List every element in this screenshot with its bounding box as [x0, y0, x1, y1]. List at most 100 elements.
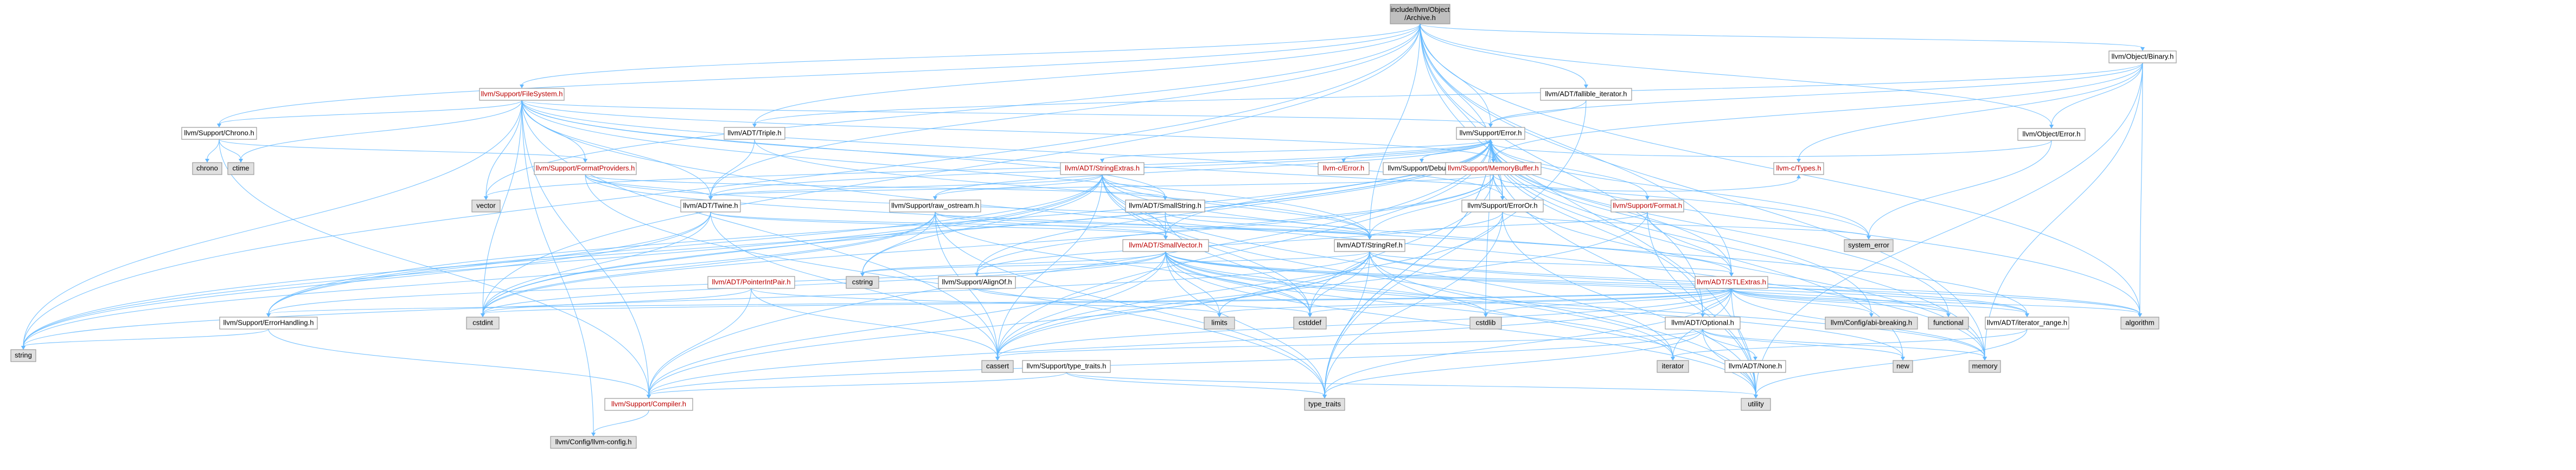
node-box: [1657, 360, 1689, 373]
edge-bin-to-objerr: [2051, 62, 2143, 126]
edge-serr-to-rawos: [935, 139, 1491, 197]
edge-serr-to-cerror: [1343, 139, 1491, 160]
node-llvm-adt-triple-h[interactable]: llvm/ADT/Triple.h: [724, 127, 785, 140]
node-label: llvm/ADT/Twine.h: [683, 201, 738, 209]
node-box: [1893, 360, 1913, 373]
node-llvm-config-abi-breaking-h: llvm/Config/abi-breaking.h: [1825, 317, 1918, 330]
node-llvm-support-filesystem-h[interactable]: llvm/Support/FileSystem.h: [479, 88, 565, 101]
edge-typetraits_s-to-utility: [1066, 372, 1756, 396]
edge-smallvec-to-type_traits: [1165, 251, 1325, 396]
edge-arrowhead-stlext-to-limits: [1217, 313, 1222, 317]
node-llvm-adt-stlextras-h[interactable]: llvm/ADT/STLExtras.h: [1695, 276, 1768, 289]
node-label: llvm/Support/Chrono.h: [184, 128, 254, 137]
edge-fs-to-string: [23, 100, 522, 347]
node-label: llvm/Support/type_traits.h: [1027, 362, 1107, 370]
node-llvm-object-binary-h[interactable]: llvm/Object/Binary.h: [2108, 50, 2177, 63]
node-utility: utility: [1741, 398, 1771, 411]
node-llvm-support-format-h[interactable]: llvm/Support/Format.h: [1610, 199, 1684, 213]
edge-fmtprov-to-stlext: [585, 174, 1732, 274]
node-llvm-support-errorhandling-h[interactable]: llvm/Support/ErrorHandling.h: [219, 317, 318, 330]
node-box: [1665, 317, 1741, 330]
node-llvm-adt-twine-h[interactable]: llvm/ADT/Twine.h: [680, 199, 741, 213]
node-label: type_traits: [1308, 400, 1341, 408]
edge-errhand-to-compiler: [268, 329, 649, 396]
node-llvm-adt-smallvector-h[interactable]: llvm/ADT/SmallVector.h: [1122, 239, 1209, 252]
edge-sfmt-to-stringref: [1369, 211, 1648, 237]
node-box: [2120, 317, 2159, 330]
node-llvm-c-error-h[interactable]: llvm-c/Error.h: [1318, 162, 1370, 175]
node-label: llvm/Support/AlignOf.h: [942, 278, 1012, 286]
node-label: string: [15, 351, 32, 359]
node-llvm-adt-fallible-iterator-h[interactable]: llvm/ADT/fallible_iterator.h: [1540, 88, 1632, 101]
edge-arrowhead-erroror-to-syserr: [1867, 236, 1871, 240]
node-label: llvm/ADT/STLExtras.h: [1697, 278, 1766, 286]
node-memory: memory: [1968, 360, 2001, 373]
node-llvm-support-raw-ostream-h[interactable]: llvm/Support/raw_ostream.h: [889, 199, 981, 213]
edge-typetraits_s-to-compiler: [648, 372, 1067, 396]
node-label: llvm/ADT/SmallVector.h: [1129, 241, 1203, 249]
node-box: [1610, 199, 1684, 213]
edge-arrowhead-stlext-to-abibrk: [1869, 313, 1874, 317]
edge-arrowhead-optional-to-adtnone: [1753, 357, 1757, 360]
node-box: [1461, 199, 1544, 213]
edge-serr-to-cassert: [997, 139, 1491, 358]
node-llvm-c-types-h[interactable]: llvm-c/Types.h: [1773, 162, 1824, 175]
node-box: [1122, 239, 1209, 252]
edge-stringref-to-cassert: [997, 251, 1370, 358]
edge-stlext-to-errhand: [268, 288, 1732, 314]
node-label: llvm/Support/ErrorHandling.h: [223, 318, 314, 326]
node-llvm-adt-stringextras-h[interactable]: llvm/ADT/StringExtras.h: [1060, 162, 1145, 175]
node-llvm-adt-smallstring-h[interactable]: llvm/ADT/SmallString.h: [1125, 199, 1205, 213]
node-algorithm: algorithm: [2120, 317, 2159, 330]
edge-optional-to-type_traits: [1324, 329, 1703, 396]
edge-stlext-to-cstddef: [1309, 288, 1732, 314]
node-llvm-support-debug-h[interactable]: llvm/Support/Debug.h: [1383, 162, 1461, 175]
node-llvm-support-error-h[interactable]: llvm/Support/Error.h: [1456, 127, 1525, 140]
node-box: [479, 88, 565, 101]
edge-serr-to-syserr: [1490, 139, 1869, 237]
node-llvm-adt-stringref-h[interactable]: llvm/ADT/StringRef.h: [1334, 239, 1405, 252]
edge-stlext-to-itrange: [1731, 288, 2028, 314]
node-llvm-object-error-h[interactable]: llvm/Object/Error.h: [2017, 128, 2086, 141]
node-label: llvm/Support/ErrorOr.h: [1467, 201, 1537, 209]
edge-arrowhead-fs-to-serr: [1488, 124, 1493, 127]
node-box: [10, 349, 36, 362]
node-llvm-adt-none-h[interactable]: llvm/ADT/None.h: [1724, 360, 1786, 373]
edge-fs-to-stringref: [521, 100, 1370, 237]
edge-smallvec-to-memory: [1165, 251, 1985, 358]
edge-arrowhead-root-to-fs: [520, 85, 524, 88]
edge-smallvec-to-cassert: [997, 251, 1166, 358]
node-llvm-support-chrono-h[interactable]: llvm/Support/Chrono.h: [181, 127, 257, 140]
edge-arrowhead-typetraits_s-to-compiler: [647, 395, 651, 398]
node-box: [604, 398, 693, 411]
edge-strext-to-cstring: [862, 174, 1103, 274]
node-llvm-support-formatproviders-h[interactable]: llvm/Support/FormatProviders.h: [534, 162, 637, 175]
edge-arrowhead-root-to-fbit: [1584, 85, 1588, 88]
edge-sfmt-to-stlext: [1647, 211, 1732, 274]
edge-arrowhead-stlext-to-errhand: [266, 313, 271, 317]
edge-arrowhead-membuf-to-ctypes: [1797, 175, 1801, 178]
node-box: [1445, 162, 1542, 175]
node-limits: limits: [1204, 317, 1235, 330]
node-llvm-support-alignof-h[interactable]: llvm/Support/AlignOf.h: [938, 276, 1016, 289]
edge-arrowhead-optional-to-cassert: [995, 357, 1000, 360]
edge-arrowhead-stringref-to-stlext: [1729, 273, 1734, 276]
edge-arrowhead-chrono-to-ctime: [239, 159, 243, 163]
node-label: llvm/Support/Format.h: [1613, 201, 1682, 209]
edge-arrowhead-stringref-to-cstring: [860, 273, 865, 276]
node-llvm-adt-pointerintpair-h[interactable]: llvm/ADT/PointerIntPair.h: [707, 276, 795, 289]
node-llvm-support-memorybuffer-h[interactable]: llvm/Support/MemoryBuffer.h: [1445, 162, 1542, 175]
node-label: iterator: [1662, 362, 1684, 370]
node-label: llvm/Object/Binary.h: [2112, 52, 2174, 60]
node-llvm-adt-optional-h[interactable]: llvm/ADT/Optional.h: [1665, 317, 1741, 330]
edge-fs-to-syserr: [521, 100, 1869, 237]
edge-root-to-optional: [1420, 23, 1703, 314]
node-llvm-support-erroror-h[interactable]: llvm/Support/ErrorOr.h: [1461, 199, 1544, 213]
node-llvm-support-type-traits-h[interactable]: llvm/Support/type_traits.h: [1022, 360, 1111, 373]
node-llvm-support-compiler-h[interactable]: llvm/Support/Compiler.h: [604, 398, 693, 411]
node-label: memory: [1972, 362, 1998, 370]
node-label: /Archive.h: [1404, 14, 1436, 22]
node-llvm-adt-iterator-range-h[interactable]: llvm/ADT/iterator_range.h: [1985, 317, 2069, 330]
edge-serr-to-vector: [485, 139, 1491, 197]
